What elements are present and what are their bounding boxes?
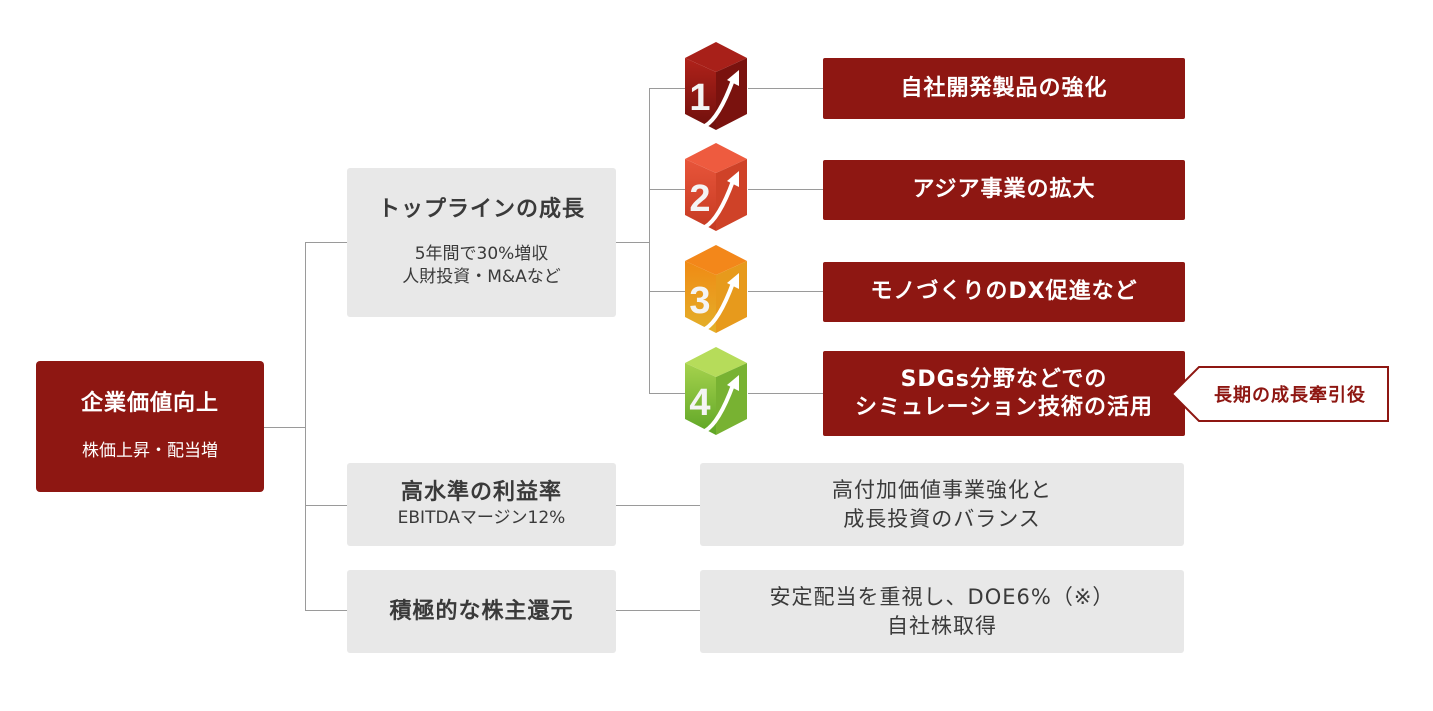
branch-topline-line2: 人財投資・M&Aなど	[402, 267, 561, 288]
branch-topline-title: トップラインの成長	[377, 196, 585, 222]
connector-growth-trunk	[649, 88, 650, 394]
cube-2-icon: 2	[685, 143, 747, 231]
connector-growth-4	[649, 393, 687, 394]
detail-margin-line1: 高付加価値事業強化と	[832, 478, 1052, 503]
cube-1-icon: 1	[685, 42, 747, 130]
cube-2-number: 2	[689, 178, 710, 220]
branch-return-title: 積極的な株主還元	[389, 598, 574, 624]
growth-item-4-label: SDGs分野などでの	[900, 367, 1108, 392]
branch-margin-line1: EBITDAマージン12%	[397, 507, 566, 528]
connector-detail-2	[616, 610, 700, 611]
cube-4-icon: 4	[685, 347, 747, 435]
growth-item-2: アジア事業の拡大	[823, 160, 1185, 220]
detail-return: 安定配当を重視し、DOE6%（※） 自社株取得	[700, 570, 1184, 653]
branch-topline-line1: 5年間で30%増収	[414, 244, 549, 265]
growth-item-2-label: アジア事業の拡大	[912, 177, 1096, 203]
branch-margin-title: 高水準の利益率	[400, 480, 562, 506]
connector-branch-1	[305, 242, 347, 243]
connector-growth-3	[649, 291, 687, 292]
connector-root	[264, 427, 306, 428]
growth-item-4: SDGs分野などでの シミュレーション技術の活用	[823, 351, 1185, 436]
connector-detail-1	[616, 505, 700, 506]
connector-trunk	[305, 242, 306, 611]
callout-tag-shape	[1171, 366, 1389, 422]
connector-growth-1	[649, 88, 687, 89]
growth-item-3-label: モノづくりのDX促進など	[870, 279, 1138, 305]
connector-branch-3	[305, 610, 347, 611]
root-title: 企業価値向上	[80, 391, 219, 417]
branch-margin: 高水準の利益率 EBITDAマージン12%	[347, 463, 616, 546]
detail-margin-line2: 成長投資のバランス	[843, 506, 1041, 531]
connector-branch-2	[305, 505, 347, 506]
root-node: 企業価値向上 株価上昇・配当増	[36, 361, 264, 492]
detail-return-line2: 自社株取得	[887, 613, 997, 638]
detail-return-line1: 安定配当を重視し、DOE6%（※）	[769, 585, 1115, 610]
connector-item-2	[748, 189, 823, 190]
connector-growth-stem	[616, 242, 650, 243]
branch-return: 積極的な株主還元	[347, 570, 616, 653]
callout-tag-label: 長期の成長牽引役	[1214, 385, 1366, 406]
root-subtitle: 株価上昇・配当増	[82, 440, 218, 461]
cube-4-number: 4	[689, 382, 710, 424]
growth-item-1: 自社開発製品の強化	[823, 58, 1185, 119]
connector-item-1	[748, 88, 823, 89]
detail-margin: 高付加価値事業強化と 成長投資のバランス	[700, 463, 1184, 546]
connector-item-4	[748, 393, 823, 394]
cube-3-number: 3	[689, 280, 710, 322]
cube-1-number: 1	[689, 77, 710, 119]
cube-3-icon: 3	[685, 245, 747, 333]
connector-item-3	[748, 291, 823, 292]
branch-topline: トップラインの成長 5年間で30%増収 人財投資・M&Aなど	[347, 168, 616, 317]
growth-item-1-label: 自社開発製品の強化	[900, 75, 1108, 101]
connector-growth-2	[649, 189, 687, 190]
growth-item-4-label2: シミュレーション技術の活用	[854, 394, 1154, 420]
growth-item-3: モノづくりのDX促進など	[823, 262, 1185, 322]
